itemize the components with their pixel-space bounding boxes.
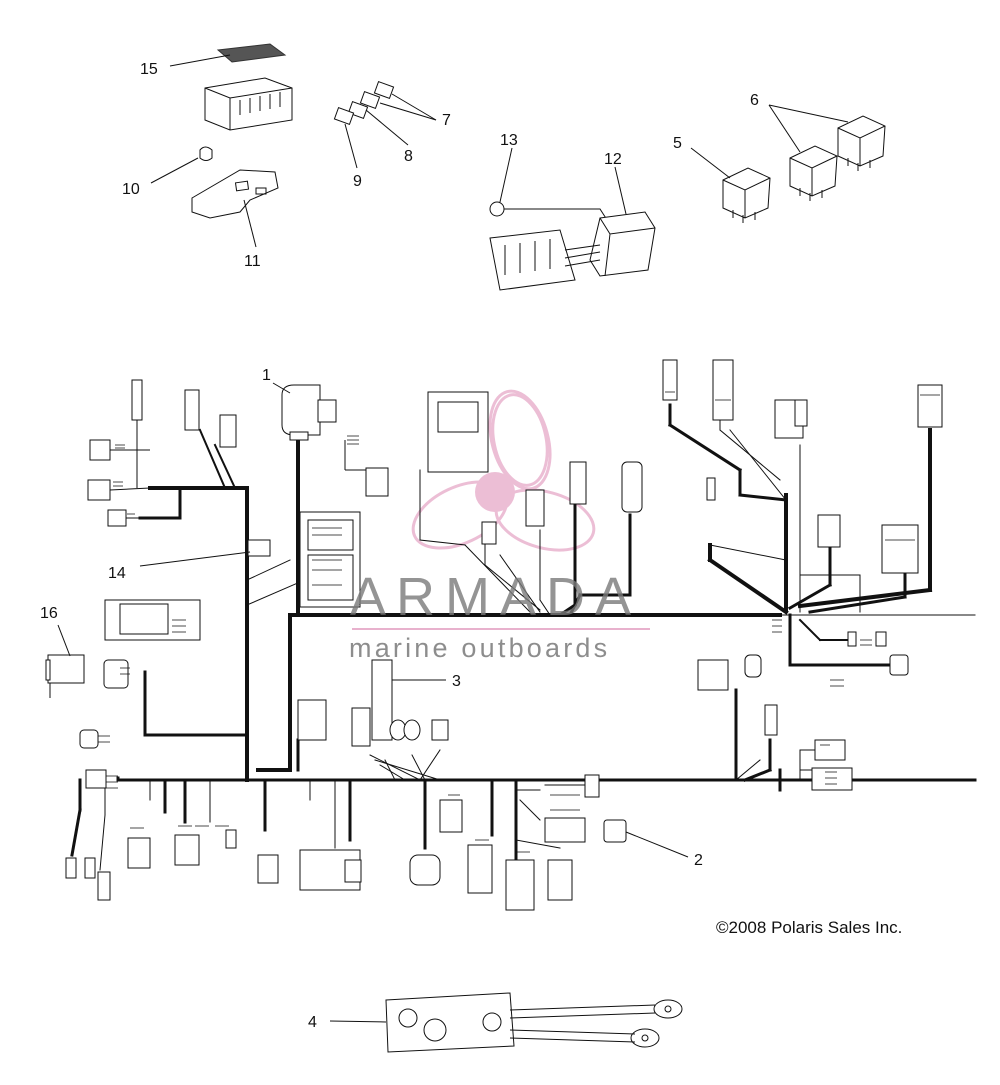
copyright-notice: ©2008 Polaris Sales Inc.	[716, 918, 903, 937]
callout-16: 16	[40, 605, 58, 622]
callout-leaders-main	[57, 382, 689, 1023]
battery-cable-part	[385, 992, 683, 1053]
callout-12: 12	[604, 151, 622, 168]
fuse-parts	[333, 80, 395, 126]
callout-13: 13	[500, 132, 518, 149]
relay-part-5	[722, 167, 771, 223]
connector-set	[45, 359, 943, 911]
module-part	[489, 201, 656, 291]
relay-parts-6	[789, 115, 886, 201]
watermark-title: ARMADA	[350, 567, 642, 627]
callout-14: 14	[108, 565, 126, 582]
callout-15: 15	[140, 61, 158, 78]
watermark-rule	[352, 628, 650, 630]
callout-3: 3	[452, 673, 461, 690]
callout-6: 6	[750, 92, 759, 109]
callout-7: 7	[442, 112, 451, 129]
callout-2: 2	[694, 852, 703, 869]
callout-11: 11	[244, 253, 261, 270]
watermark-logo	[411, 389, 596, 552]
callout-4: 4	[308, 1014, 317, 1031]
callout-10: 10	[122, 181, 140, 198]
callout-leaders-top	[150, 54, 849, 248]
callout-8: 8	[404, 148, 413, 165]
callout-5: 5	[673, 135, 682, 152]
callout-numbers: 15 10 11 7 8 9 13 12 5 6 1 14 16 3 2 4	[40, 61, 759, 1031]
bracket-part	[191, 146, 279, 219]
fuse-box-part	[204, 43, 293, 131]
watermark-subtitle: marine outboards	[349, 633, 611, 663]
callout-1: 1	[262, 367, 271, 384]
main-harness-trunk	[70, 403, 977, 871]
pin-label-ticks	[98, 391, 940, 853]
callout-9: 9	[353, 173, 362, 190]
